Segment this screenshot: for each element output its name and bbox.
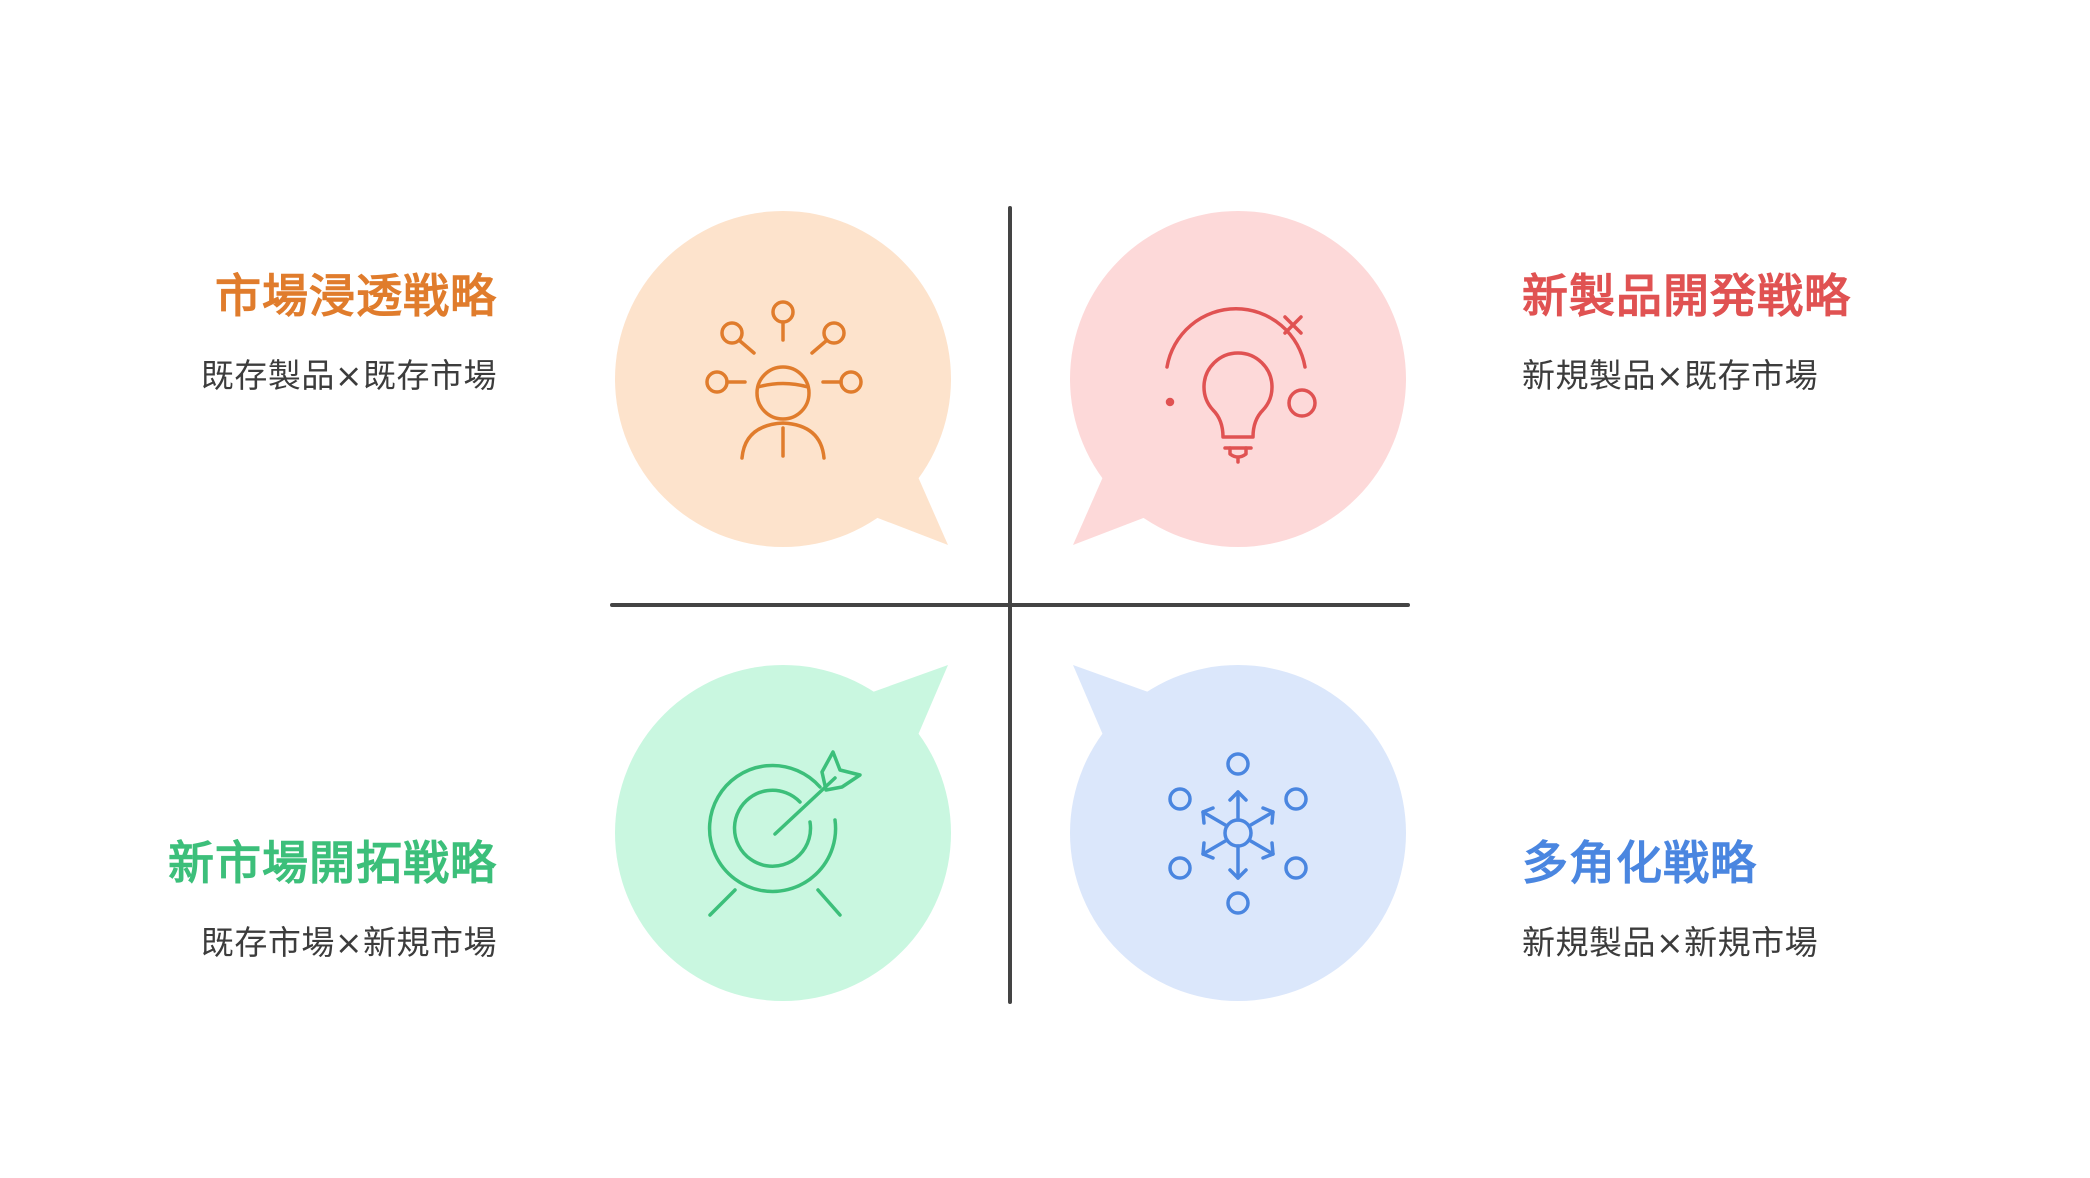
- quadrant-subtitle-bottom-left: 既存市場×新規市場: [200, 923, 497, 962]
- quadrant-label-bottom-left: 新市場開拓戦略 既存市場×新規市場: [0, 833, 497, 965]
- bubble-top-left-tail: [870, 470, 948, 545]
- bubble-top-right: [1070, 211, 1406, 547]
- bubble-bottom-left-circle: [615, 665, 951, 1001]
- bubble-top-right-circle: [1070, 211, 1406, 547]
- diversify-network-icon: [1168, 752, 1308, 915]
- bubble-bottom-right-circle: [1070, 665, 1406, 1001]
- quadrant-title-top-right: 新製品開発戦略: [1522, 269, 1851, 323]
- quadrant-title-top-left: 市場浸透戦略: [215, 269, 497, 323]
- bubble-bottom-right: [1070, 665, 1406, 1001]
- bubble-top-left: [615, 211, 951, 547]
- quadrant-subtitle-bottom-right: 新規製品×新規市場: [1522, 923, 1819, 962]
- person-network-icon: [705, 300, 863, 460]
- quadrant-label-top-left: 市場浸透戦略 既存製品×既存市場: [0, 266, 497, 398]
- quadrant-label-bottom-right: 多角化戦略 新規製品×新規市場: [1522, 833, 2042, 965]
- bubble-top-right-tail: [1073, 470, 1151, 545]
- bubble-bottom-right-tail: [1073, 665, 1151, 742]
- quadrant-label-top-right: 新製品開発戦略 新規製品×既存市場: [1522, 266, 2042, 398]
- lightbulb-idea-icon: [1165, 307, 1317, 464]
- bubble-bottom-left-tail: [870, 665, 948, 742]
- quadrant-title-bottom-right: 多角化戦略: [1522, 836, 1757, 890]
- target-arrow-icon: [707, 750, 862, 917]
- bubble-top-left-circle: [615, 211, 951, 547]
- quadrant-title-bottom-left: 新市場開拓戦略: [168, 836, 497, 890]
- quadrant-subtitle-top-left: 既存製品×既存市場: [200, 356, 497, 395]
- quadrant-subtitle-top-right: 新規製品×既存市場: [1522, 356, 1819, 395]
- bubble-bottom-left: [615, 665, 951, 1001]
